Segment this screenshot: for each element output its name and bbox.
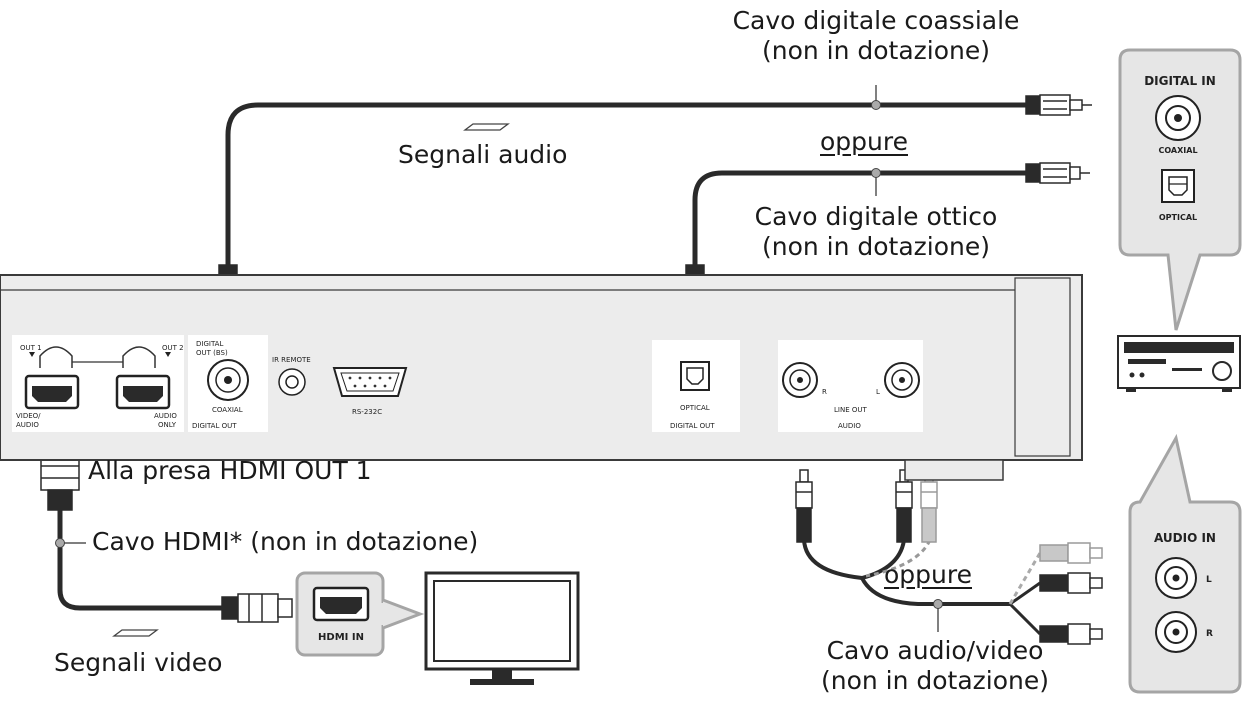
- line-out-label: LINE OUT: [834, 406, 867, 414]
- hdmi-cable: [57, 508, 225, 611]
- svg-text:OUT (BS): OUT (BS): [196, 349, 228, 357]
- or-label-top: oppure: [820, 127, 908, 156]
- video-audio-label: VIDEO/: [16, 412, 41, 420]
- out1-label: OUT 1: [20, 344, 42, 352]
- optical-cable: [692, 170, 1030, 268]
- player-rear-panel: OUT 1 OUT 2 VIDEO/ AUDIO AUDIO ONLY DIGI…: [0, 274, 1083, 481]
- coax-top-label: DIGITAL: [196, 340, 223, 348]
- digital-out-2-label: DIGITAL OUT: [670, 422, 715, 430]
- hdmi-cable-label: Cavo HDMI* (non in dotazione): [92, 527, 479, 556]
- optical-in-jack-icon: [1161, 169, 1195, 203]
- rca-plug-icon: [1039, 572, 1103, 594]
- svg-text:AUDIO: AUDIO: [16, 421, 39, 429]
- coaxial-cable-label: Cavo digitale coassiale (non in dotazion…: [732, 6, 1020, 65]
- ir-remote-label: IR REMOTE: [272, 356, 311, 364]
- digital-in-title: DIGITAL IN: [1144, 74, 1216, 88]
- optical-label: OPTICAL: [680, 404, 710, 412]
- video-signal-arrow-icon: [112, 629, 159, 637]
- optical-out-port: [680, 361, 710, 391]
- hdmi-out1-label: Alla presa HDMI OUT 1: [88, 456, 372, 485]
- or-label-bottom: oppure: [884, 560, 972, 589]
- audio-only-label: AUDIO: [154, 412, 177, 420]
- coaxial-cable: [225, 102, 1030, 268]
- audio-in-r-label: R: [1206, 629, 1213, 639]
- rca-plug-icon: [1039, 623, 1103, 645]
- digital-in-box: DIGITAL IN COAXIAL OPTICAL: [1118, 48, 1242, 331]
- hdmi-in-box: HDMI IN: [295, 571, 425, 657]
- coaxial-plug-receiver-icon: [1025, 94, 1092, 116]
- tv-icon: [424, 571, 580, 685]
- optical-in-label: OPTICAL: [1159, 213, 1197, 222]
- audio-signal-arrow-icon: [463, 123, 510, 131]
- coaxial-label: COAXIAL: [212, 406, 243, 414]
- audio-signals-label: Segnali audio: [398, 140, 568, 169]
- rs232c-port: [332, 367, 408, 397]
- optical-plug-receiver-icon: [1025, 162, 1090, 184]
- audio-in-l-label: L: [1206, 575, 1212, 585]
- l-label: L: [876, 388, 880, 396]
- svg-text:ONLY: ONLY: [158, 421, 177, 429]
- av-cable: [802, 539, 1042, 636]
- av-cable-label: Cavo audio/video (non in dotazione): [820, 636, 1050, 695]
- audio-in-title: AUDIO IN: [1154, 531, 1216, 545]
- out2-label: OUT 2: [162, 344, 184, 352]
- video-signals-label: Segnali video: [54, 648, 223, 677]
- audio-label: AUDIO: [838, 422, 861, 430]
- hdmi-plug-tv-icon: [221, 593, 293, 623]
- coaxial-in-label: COAXIAL: [1158, 146, 1197, 155]
- rca-plug-icon: [1039, 542, 1103, 564]
- av-receiver-icon: [1117, 335, 1241, 392]
- digital-out-label: DIGITAL OUT: [192, 422, 237, 430]
- rca-plug-icon: [795, 469, 813, 543]
- hdmi-in-label: HDMI IN: [318, 632, 364, 643]
- audio-in-box: AUDIO IN L R: [1128, 433, 1242, 694]
- optical-cable-label: Cavo digitale ottico (non in dotazione): [754, 202, 998, 261]
- rs232c-label: RS-232C: [352, 408, 382, 416]
- rca-plug-icon: [920, 469, 938, 543]
- r-label: R: [822, 388, 827, 396]
- rca-plug-icon: [895, 469, 913, 543]
